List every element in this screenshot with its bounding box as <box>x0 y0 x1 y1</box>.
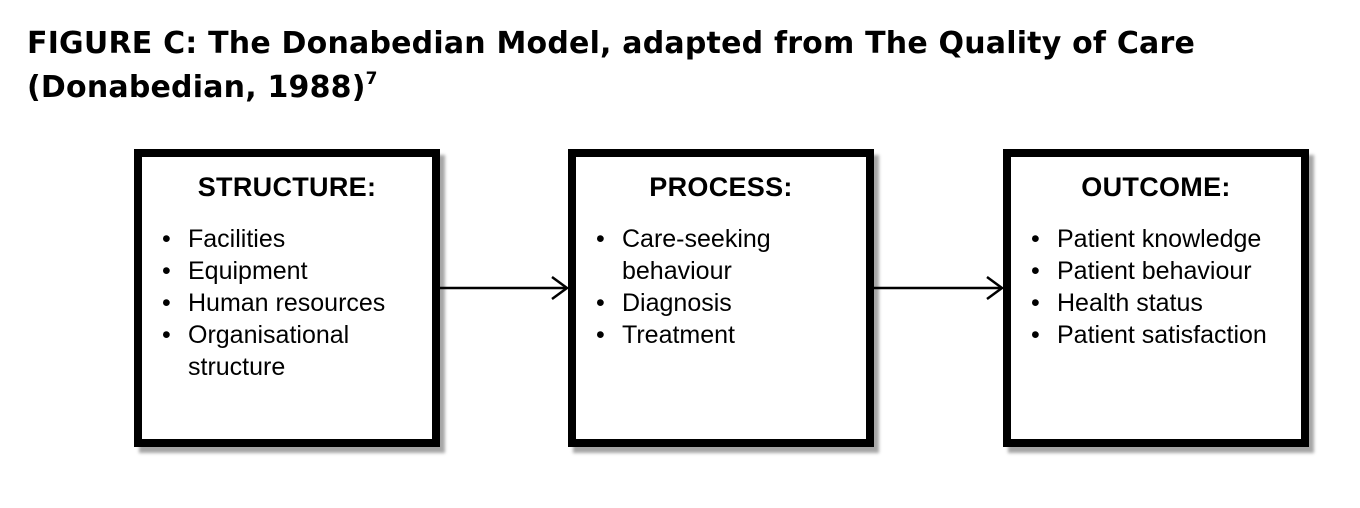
bullet-icon: • <box>1031 225 1040 253</box>
structure-heading: STRUCTURE: <box>197 172 377 202</box>
list-item-label: Patient satisfaction <box>1057 321 1267 349</box>
structure-box: STRUCTURE: • Facilities • Equipment • Human… <box>134 149 440 447</box>
list-item-label: Treatment <box>622 321 736 349</box>
figure-title-line-2: (Donabedian, 1988) <box>27 70 366 105</box>
figure-title-line-1: FIGURE C: The Donabedian Model, adapted … <box>27 26 1196 61</box>
list-item-label: Equipment <box>188 257 308 285</box>
list-item-label: Facilities <box>188 225 286 253</box>
bullet-icon: • <box>596 321 605 349</box>
process-heading: PROCESS: <box>649 172 793 202</box>
list-item: • Equipment <box>162 255 432 287</box>
list-item-label: Health status <box>1057 289 1203 317</box>
list-item-label: Patient behaviour <box>1057 257 1252 285</box>
bullet-icon: • <box>1031 321 1040 349</box>
bullet-icon: • <box>162 321 171 349</box>
bullet-icon: • <box>596 225 605 253</box>
bullet-icon: • <box>162 289 171 317</box>
process-box: PROCESS: • Care-seeking behaviour • Diagno… <box>568 149 874 447</box>
figure-title-footnote-ref: 7 <box>365 69 378 89</box>
structure-to-process-arrow-icon <box>440 276 570 300</box>
list-item-label: Diagnosis <box>622 289 732 317</box>
outcome-list: • Patient knowledge • Patient behaviour • H… <box>1011 223 1301 351</box>
process-to-outcome-arrow-icon <box>874 276 1005 300</box>
list-item: • Patient behaviour <box>1031 255 1301 287</box>
bullet-icon: • <box>1031 257 1040 285</box>
list-item: • Health status <box>1031 287 1301 319</box>
list-item: • Facilities <box>162 223 432 255</box>
list-item-label: Human resources <box>188 289 386 317</box>
list-item-label: Organisational structure <box>188 321 350 381</box>
list-item: • Treatment <box>596 319 866 351</box>
list-item: • Care-seeking behaviour <box>596 223 866 287</box>
outcome-heading: OUTCOME: <box>1081 172 1231 202</box>
bullet-icon: • <box>1031 289 1040 317</box>
list-item: • Human resources <box>162 287 432 319</box>
list-item: • Organisational structure <box>162 319 432 383</box>
list-item-label: Care-seeking behaviour <box>622 225 771 285</box>
bullet-icon: • <box>162 225 171 253</box>
bullet-icon: • <box>162 257 171 285</box>
list-item: • Diagnosis <box>596 287 866 319</box>
figure-title: FIGURE C: The Donabedian Model, adapted … <box>27 22 1327 110</box>
outcome-box: OUTCOME: • Patient knowledge • Patient beh… <box>1003 149 1309 447</box>
list-item-label: Patient knowledge <box>1057 225 1262 253</box>
list-item: • Patient satisfaction <box>1031 319 1301 351</box>
process-list: • Care-seeking behaviour • Diagnosis • Trea… <box>576 223 866 351</box>
list-item: • Patient knowledge <box>1031 223 1301 255</box>
bullet-icon: • <box>596 289 605 317</box>
structure-list: •Facilities •Equipment •Human resources … <box>142 223 432 383</box>
